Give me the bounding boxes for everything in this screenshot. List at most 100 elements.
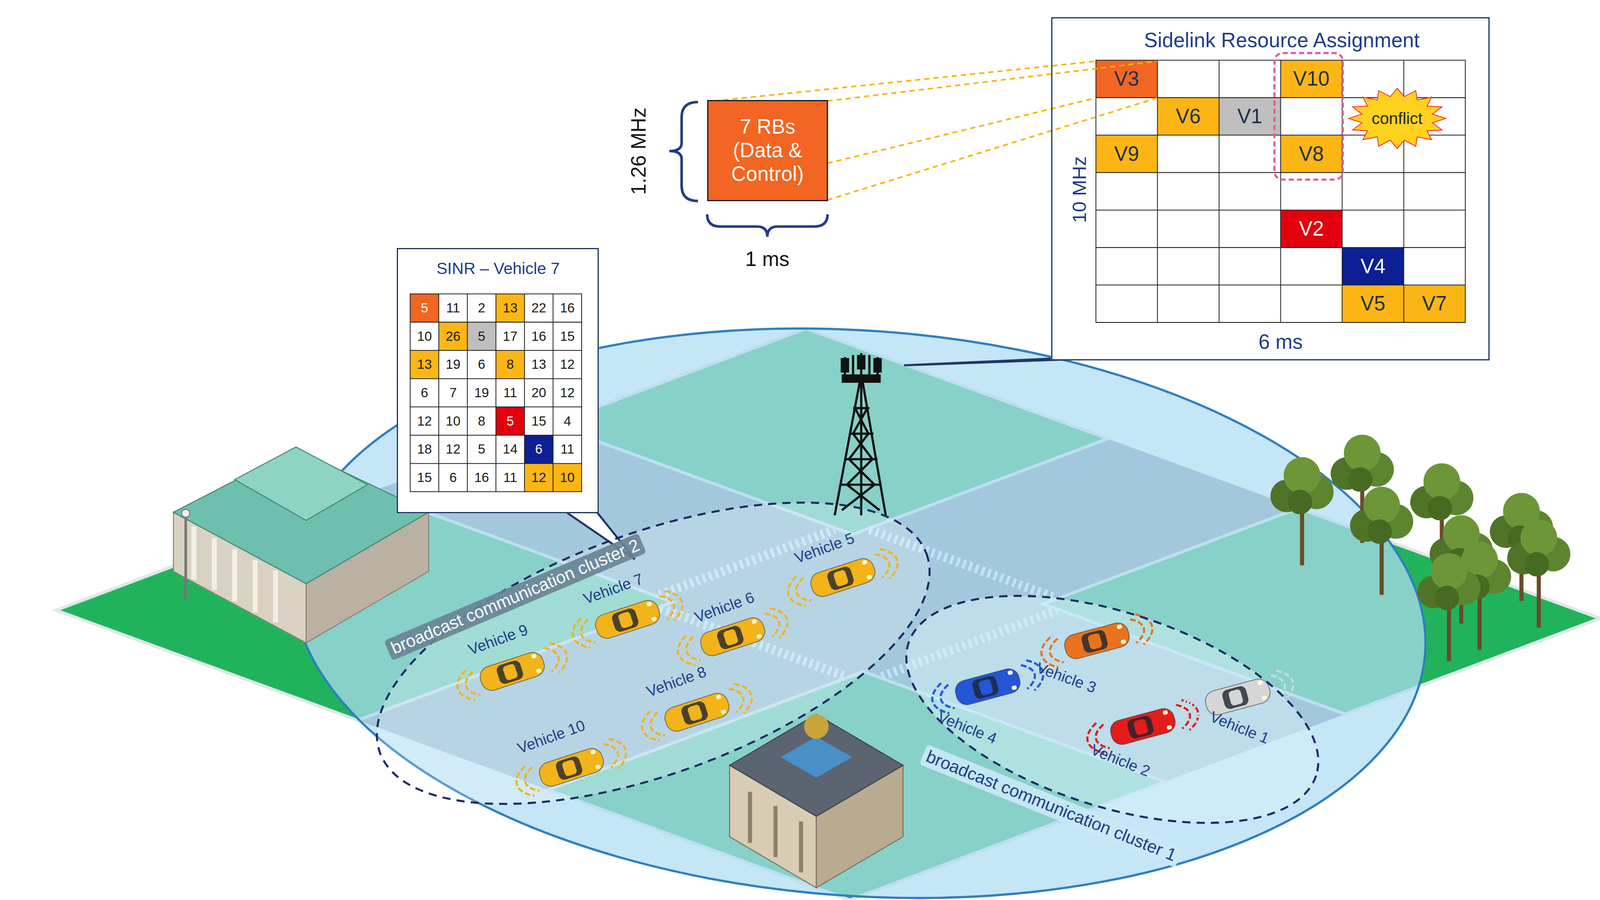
tree-row — [1417, 553, 1481, 662]
resource-grid — [1051, 17, 1490, 360]
sinr-value: 19 — [445, 357, 461, 372]
sinr-value: 12 — [531, 470, 546, 485]
vehicle-label: Vehicle 10 — [514, 716, 587, 757]
sinr-table — [524, 435, 553, 464]
burst-text: conflict — [1371, 109, 1423, 128]
resource-block-box: 7 RBs (Data & Control) — [707, 100, 828, 202]
vehicle-label: Vehicle 2 — [1088, 740, 1153, 780]
sinr-value: 16 — [560, 300, 575, 316]
dimension-label: 1.26 MHz — [627, 107, 650, 195]
sinr-value: 5 — [420, 300, 428, 316]
dimension-brackets — [669, 102, 698, 201]
sinr-value: 7 — [449, 385, 457, 400]
resource-grid — [1051, 17, 1490, 360]
resource-grid — [1274, 53, 1343, 180]
mapping-lines — [714, 61, 1096, 101]
grid-cell-label: V6 — [1175, 105, 1201, 128]
vehicles — [453, 545, 1297, 800]
library-building — [181, 509, 190, 518]
sinr-value: 12 — [445, 442, 461, 457]
bank-building — [748, 792, 752, 844]
sinr-value: 11 — [446, 300, 460, 316]
sinr-value: 15 — [417, 470, 432, 485]
sinr-table — [410, 294, 582, 492]
library-building — [194, 526, 276, 623]
grid-cell-label: V2 — [1298, 217, 1324, 240]
mapping-lines — [714, 61, 1158, 200]
tree-row — [1270, 457, 1334, 566]
sinr-table — [396, 248, 599, 514]
cell-tower — [844, 353, 878, 380]
sinr-value: 22 — [531, 300, 546, 316]
sinr-table — [496, 294, 525, 323]
vehicle-label: Vehicle 3 — [1034, 659, 1099, 697]
bank-building — [729, 714, 904, 817]
sinr-value: 10 — [445, 413, 461, 428]
sinr-value: 6 — [535, 442, 543, 457]
resource-grid — [1219, 97, 1281, 136]
cluster-outline — [321, 430, 985, 876]
bank-building — [804, 714, 829, 739]
sinr-value: 6 — [449, 470, 457, 485]
cluster-ellipse: broadcast communication cluster 1 — [857, 510, 1368, 900]
sinr-table — [553, 463, 582, 492]
vehicle-label: Vehicle 9 — [466, 621, 530, 659]
cluster-fill — [878, 550, 1346, 868]
sinr-table — [467, 322, 496, 351]
vehicle-label: Vehicle 5 — [792, 529, 857, 567]
vehicle-label: Vehicle 4 — [935, 708, 1000, 747]
sinr-value: 6 — [478, 357, 486, 372]
sinr-value: 5 — [478, 328, 486, 344]
sinr-table — [496, 406, 525, 436]
grid-cell-label: V9 — [1114, 142, 1140, 166]
library-building — [211, 537, 217, 590]
sinr-value: 10 — [560, 470, 575, 485]
sinr-value: 4 — [563, 413, 571, 428]
sinr-table — [410, 350, 439, 379]
sinr-value: 19 — [474, 385, 490, 400]
vehicles — [673, 604, 792, 670]
axis-label: 6 ms — [1258, 330, 1303, 354]
sinr-value: 11 — [503, 385, 517, 400]
tree-row — [1270, 434, 1571, 662]
sinr-value: 18 — [417, 442, 432, 457]
vehicles — [928, 656, 1048, 717]
sinr-value: 15 — [531, 413, 546, 428]
cell-tower — [834, 379, 886, 516]
grid-cell-label: V3 — [1114, 67, 1140, 90]
cell-tower — [858, 356, 864, 369]
panel-title: Sidelink Resource Assignment — [1144, 28, 1420, 53]
sinr-value: 12 — [560, 385, 575, 400]
library-building — [234, 446, 368, 521]
bank-building — [750, 792, 802, 873]
library-building — [191, 526, 197, 580]
vehicle-label: Vehicle 6 — [692, 588, 757, 626]
resource-grid — [1280, 210, 1343, 248]
vehicle-label: Vehicle 8 — [644, 663, 709, 701]
resource-grid — [1342, 284, 1404, 323]
mapping-lines — [827, 98, 1096, 164]
resource-grid — [1280, 60, 1343, 98]
sinr-table — [524, 463, 553, 492]
tree-row — [1350, 486, 1414, 595]
sinr-value: 13 — [502, 300, 518, 316]
cluster-boundary — [878, 550, 1346, 868]
cell-tower — [874, 359, 881, 372]
sinr-value: 16 — [474, 470, 490, 485]
tree-row — [1507, 519, 1571, 628]
burst-shape — [1348, 88, 1446, 149]
resource-grid — [1280, 135, 1343, 173]
sinr-value: 5 — [506, 413, 514, 428]
sinr-value: 15 — [560, 328, 575, 344]
sinr-value: 12 — [417, 413, 432, 428]
resource-grid — [1157, 97, 1220, 136]
sinr-value: 20 — [531, 385, 546, 400]
conflict-burst: conflict — [1348, 88, 1446, 149]
cell-tower — [840, 408, 882, 485]
cell-tower — [834, 353, 886, 516]
sinr-value: 6 — [420, 385, 428, 400]
sinr-value: 8 — [506, 357, 514, 372]
vehicles — [1037, 611, 1156, 671]
resource-grid — [1342, 247, 1404, 286]
